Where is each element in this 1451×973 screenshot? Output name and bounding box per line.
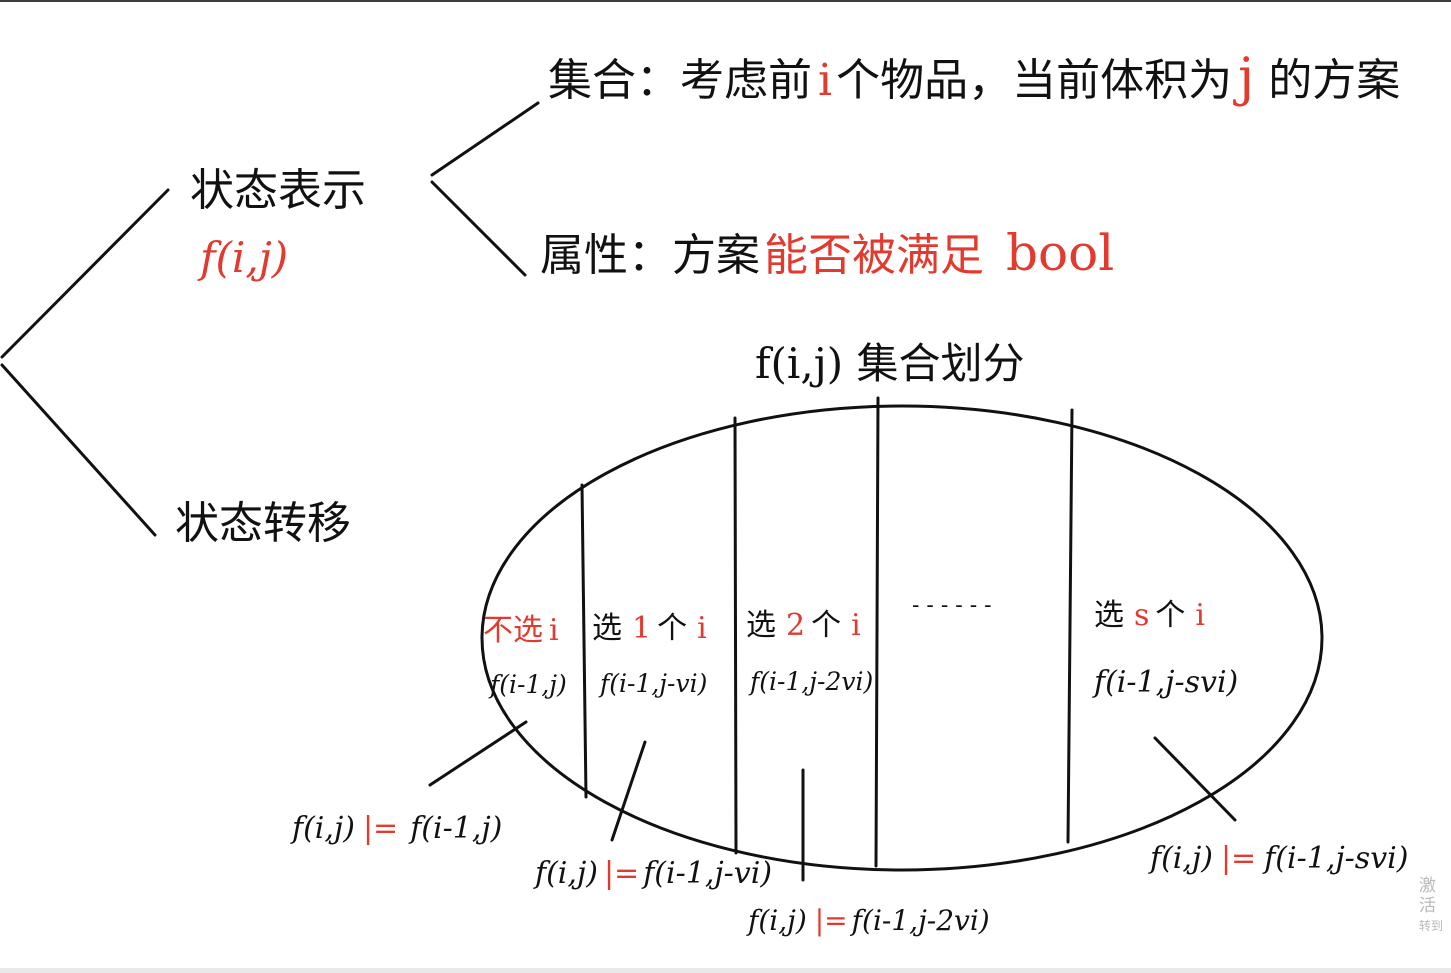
equation-1: f(i,j)|=f(i-1,j-vi)	[533, 856, 772, 891]
state-repr-to-set-line	[430, 101, 540, 177]
partition-title: f(i,j) 集合划分	[755, 339, 1024, 388]
tree-lines	[0, 101, 540, 537]
equation-3-op: |=	[1221, 841, 1256, 876]
section-1-count: 1	[632, 611, 651, 646]
pointer-0	[428, 720, 528, 787]
section-ellipsis: - - - - - -	[912, 593, 992, 618]
section-3-formula: f(i-1,j-svi)	[1092, 665, 1238, 700]
equation-0: f(i,j)|= f(i-1,j)	[290, 811, 502, 846]
transition-label: 状态转移	[175, 498, 351, 549]
set-j: j	[1233, 48, 1254, 108]
equation-pointers	[428, 720, 1237, 882]
section-2-count: 2	[786, 608, 805, 643]
equation-2-lhs: f(i,j)	[746, 904, 807, 937]
state-repr-formula: f(i,j)	[197, 233, 288, 282]
divider-2	[733, 416, 738, 855]
attr-line: 属性：方案能否被满足 bool	[540, 224, 1114, 282]
state-repr-to-attr-line	[430, 180, 527, 277]
section-2-formula: f(i-1,j-2vi)	[748, 667, 873, 696]
root-to-transition-line	[0, 363, 157, 537]
watermark-line-2: 转到	[1419, 919, 1444, 933]
section-1-unit: 个	[657, 611, 687, 646]
equation-2-op: |=	[815, 904, 848, 937]
section-0-choose: 不选	[483, 613, 543, 648]
equation-2: f(i,j)|=f(i-1,j-2vi)	[746, 904, 990, 937]
section-1-formula: f(i-1,j-vi)	[598, 669, 707, 698]
set-prefix: 集合：考虑前	[548, 55, 812, 106]
equation-1-rhs: f(i-1,j-vi)	[641, 856, 772, 891]
section-2-item: i	[851, 608, 861, 643]
activation-watermark: 激活 转到	[1419, 876, 1451, 936]
equation-3-lhs: f(i,j)	[1148, 841, 1213, 876]
pointer-1	[610, 740, 647, 842]
root-to-state-repr-line	[0, 188, 170, 359]
equation-0-op: |=	[363, 811, 398, 846]
pointer-3	[1153, 736, 1237, 822]
set-suffix: 的方案	[1268, 55, 1400, 106]
section-3-choose: 选	[1094, 598, 1124, 633]
equation-3: f(i,j)|=f(i-1,j-svi)	[1148, 841, 1408, 876]
top-border	[0, 0, 1451, 2]
attr-type: bool	[1006, 224, 1114, 282]
set-i: i	[818, 55, 832, 106]
section-0-item: i	[549, 613, 559, 648]
equation-0-lhs: f(i,j)	[290, 811, 355, 846]
section-0-formula: f(i-1,j)	[488, 670, 567, 699]
set-ellipse	[480, 404, 1324, 872]
watermark-line-1: 激活	[1419, 876, 1436, 916]
equation-1-lhs: f(i,j)	[533, 856, 598, 891]
divider-3	[874, 396, 880, 868]
equation-0-rhs: f(i-1,j)	[408, 811, 502, 846]
attr-value: 能否被满足	[764, 230, 984, 281]
bottom-border	[0, 968, 1451, 973]
section-3-unit: 个	[1155, 598, 1185, 633]
section-3-count: s	[1134, 598, 1149, 633]
divider-1	[580, 483, 588, 799]
state-repr-label: 状态表示	[190, 165, 366, 216]
equation-2-rhs: f(i-1,j-2vi)	[850, 904, 990, 937]
section-3-item: i	[1195, 598, 1205, 633]
equation-1-op: |=	[604, 856, 639, 891]
section-1-item: i	[697, 611, 707, 646]
section-2-unit: 个	[811, 608, 841, 643]
section-2-choose: 选	[746, 608, 776, 643]
partition-dividers	[580, 396, 1074, 868]
equation-3-rhs: f(i-1,j-svi)	[1262, 841, 1408, 876]
attr-prefix: 属性：方案	[540, 230, 760, 281]
set-mid: 个物品，当前体积为	[836, 55, 1232, 106]
divider-4	[1066, 408, 1074, 844]
section-1-choose: 选	[592, 611, 622, 646]
